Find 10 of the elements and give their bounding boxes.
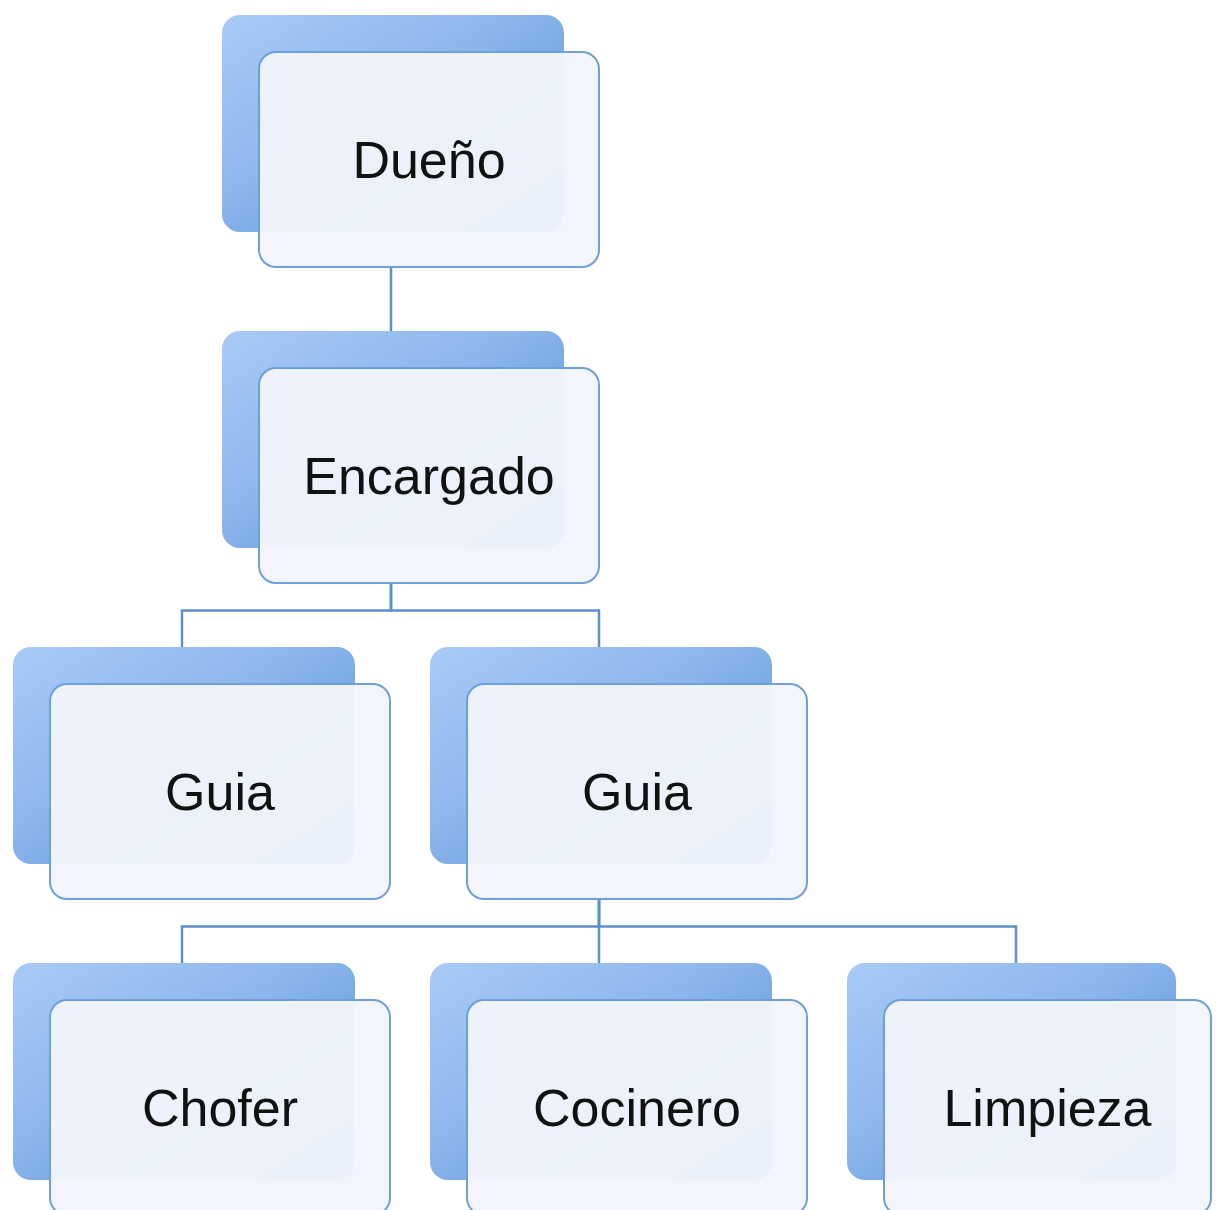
node-label: Guia	[165, 761, 275, 822]
connector-line	[389, 268, 393, 331]
node-label: Limpieza	[943, 1077, 1152, 1138]
node-label: Chofer	[141, 1077, 299, 1138]
node-label: Encargado	[303, 445, 555, 506]
node-label: Cocinero	[532, 1077, 742, 1138]
node-label: Guia	[582, 761, 692, 822]
connector-line	[389, 584, 601, 647]
connector-line	[597, 900, 1018, 963]
node-label: Dueño	[352, 129, 506, 190]
